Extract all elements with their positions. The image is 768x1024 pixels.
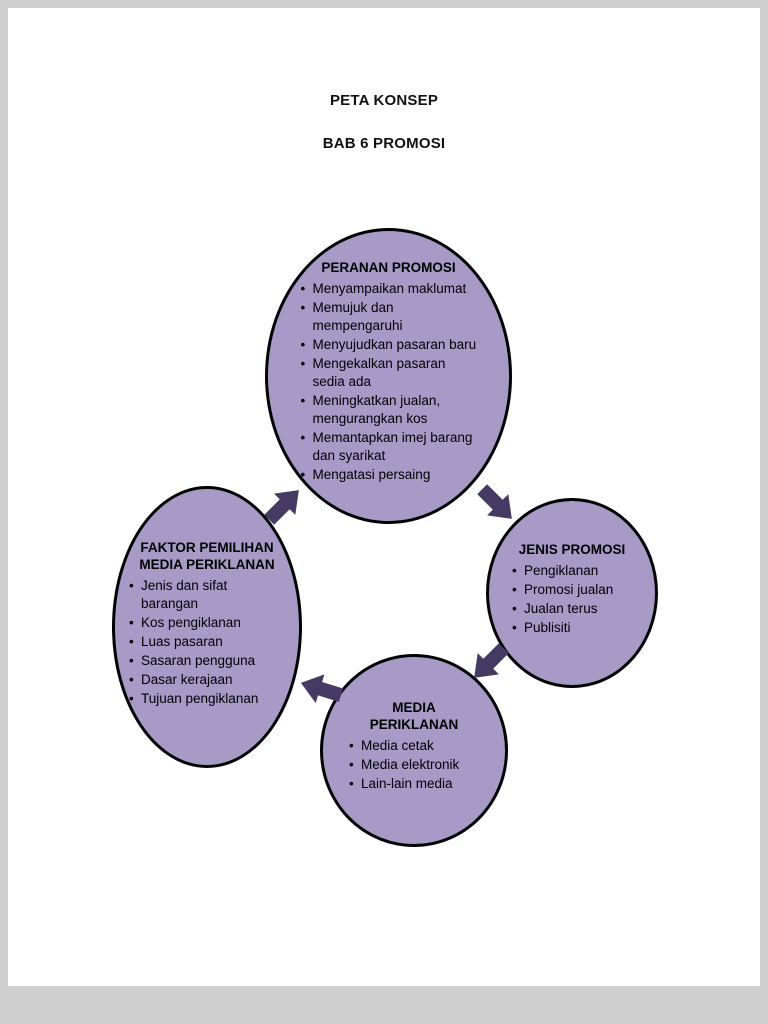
node-item-list: Pengiklanan Promosi jualan Jualan terus …	[511, 561, 633, 638]
list-item: Promosi jualan	[511, 581, 633, 599]
list-item: Memantapkan imej barang dan syarikat	[300, 429, 478, 465]
node-media-periklanan: MEDIA PERIKLANAN Media cetak Media elekt…	[320, 654, 508, 847]
list-item: Jenis dan sifat barangan	[128, 577, 286, 613]
list-item: Memujuk dan mempengaruhi	[300, 299, 478, 335]
arrow-media-to-faktor-icon	[297, 669, 346, 710]
list-item: Pengiklanan	[511, 562, 633, 580]
node-title: JENIS PROMOSI	[518, 542, 626, 557]
node-item-list: Media cetak Media elektronik Lain-lain m…	[348, 736, 480, 794]
arrow-faktor-to-peranan-icon	[259, 480, 310, 531]
node-item-list: Menyampaikan maklumat Memujuk dan mempen…	[300, 279, 478, 485]
node-faktor-pemilihan-media: FAKTOR PEMILIHAN MEDIA PERIKLANAN Jenis …	[112, 486, 302, 768]
node-title: PERANAN PROMOSI	[321, 260, 456, 275]
list-item: Jualan terus	[511, 600, 633, 618]
list-item: Menyujudkan pasaran baru	[300, 336, 478, 354]
list-item: Publisiti	[511, 619, 633, 637]
list-item: Tujuan pengiklanan	[128, 690, 286, 708]
node-item-list: Jenis dan sifat barangan Kos pengiklanan…	[128, 576, 286, 709]
list-item: Luas pasaran	[128, 633, 286, 651]
list-item: Dasar kerajaan	[128, 671, 286, 689]
list-item: Media elektronik	[348, 756, 480, 774]
list-item: Kos pengiklanan	[128, 614, 286, 632]
document-page: PETA KONSEP BAB 6 PROMOSI PERANAN PROMOS…	[8, 8, 760, 986]
list-item: Meningkatkan jualan, mengurangkan kos	[300, 392, 478, 428]
list-item: Sasaran pengguna	[128, 652, 286, 670]
document-title: PETA KONSEP	[329, 92, 439, 109]
list-item: Mengekalkan pasaran sedia ada	[300, 355, 478, 391]
list-item: Media cetak	[348, 737, 480, 755]
list-item: Lain-lain media	[348, 775, 480, 793]
arrow-jenis-to-media-icon	[464, 638, 515, 689]
node-title: MEDIA PERIKLANAN	[369, 700, 459, 732]
list-item: Mengatasi persaing	[300, 466, 478, 484]
node-title: FAKTOR PEMILIHAN MEDIA PERIKLANAN	[139, 540, 275, 572]
arrow-peranan-to-jenis-icon	[472, 479, 523, 530]
node-jenis-promosi: JENIS PROMOSI Pengiklanan Promosi jualan…	[486, 498, 658, 688]
document-subtitle: BAB 6 PROMOSI	[322, 135, 446, 152]
list-item: Menyampaikan maklumat	[300, 280, 478, 298]
node-peranan-promosi: PERANAN PROMOSI Menyampaikan maklumat Me…	[265, 228, 512, 524]
